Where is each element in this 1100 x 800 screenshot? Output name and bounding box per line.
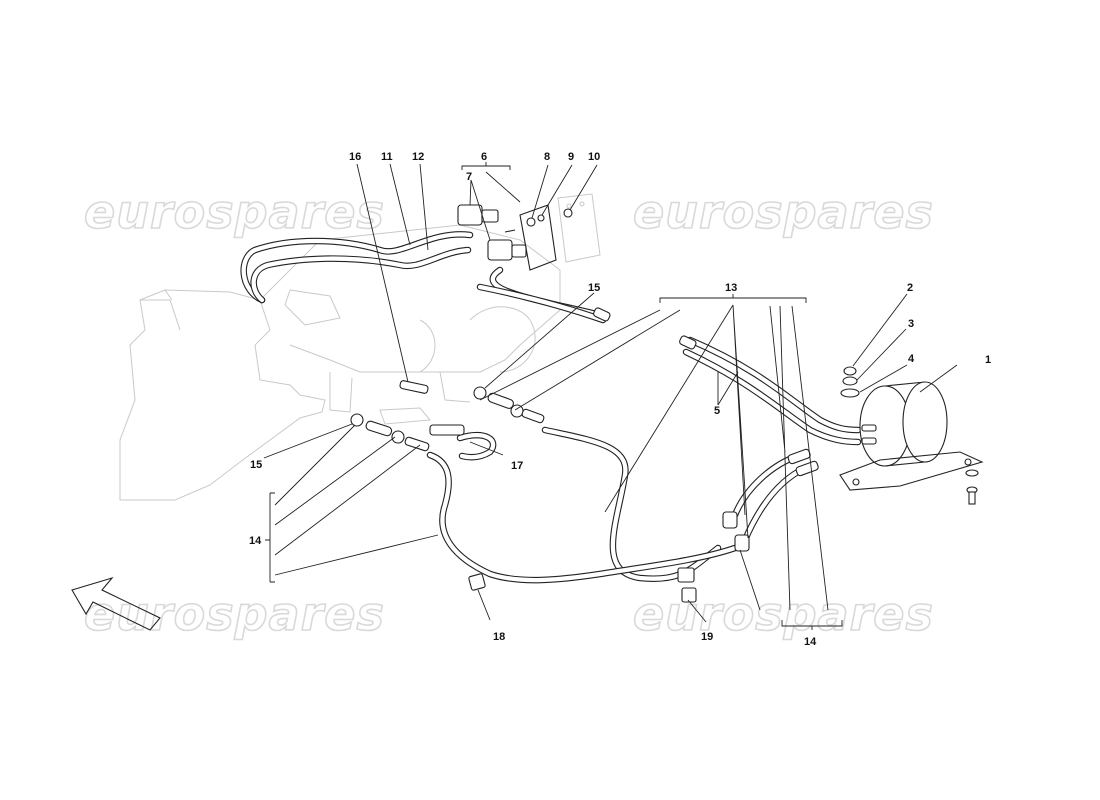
hose-13b (521, 408, 545, 424)
clip-18 (468, 573, 486, 591)
connector-lower-a (722, 511, 738, 529)
watermark-bottom-right: eurospares (633, 587, 934, 641)
hose-17 (429, 424, 465, 436)
callout-16: 16 (349, 151, 361, 163)
watermark-top-left: eurospares (84, 185, 385, 239)
watermark-bottom-left: eurospares (84, 587, 385, 641)
clamp-15-left (350, 413, 364, 427)
callout-15-left: 15 (250, 459, 262, 471)
callout-9: 9 (568, 151, 574, 163)
mounting-plate-ghost (557, 193, 601, 263)
callout-10: 10 (588, 151, 600, 163)
pipe-clips (468, 567, 697, 603)
engine-block-ghost (119, 224, 561, 501)
solenoid-valves (457, 204, 573, 271)
connector-right-b (795, 460, 819, 477)
hose-fittings (350, 307, 819, 552)
small-hardware (840, 366, 979, 505)
vacuum-reservoir (839, 381, 984, 491)
clamp-13 (510, 404, 524, 418)
callout-8: 8 (544, 151, 550, 163)
callout-14-right: 14 (804, 636, 817, 648)
callout-1: 1 (985, 354, 991, 366)
callout-13: 13 (725, 282, 737, 294)
direction-arrow-icon (71, 576, 161, 631)
pipe-end-a (593, 307, 611, 322)
hose-14b (404, 436, 430, 452)
callout-labels: 1 2 3 4 5 6 7 8 9 10 11 12 13 14 14 15 1… (249, 151, 991, 648)
pipe-end-b (679, 335, 697, 350)
callout-14-left: 14 (249, 535, 262, 547)
clip-19-a (677, 567, 695, 583)
callout-11: 11 (381, 151, 393, 163)
watermark-top-right: eurospares (633, 185, 934, 239)
callout-7: 7 (466, 171, 472, 183)
callout-3: 3 (908, 318, 914, 330)
callout-2: 2 (907, 282, 913, 294)
hose-16 (399, 380, 429, 394)
callout-4: 4 (908, 353, 915, 365)
clamp-15-top (473, 386, 487, 400)
callout-18: 18 (493, 631, 505, 643)
leader-lines (263, 163, 958, 623)
callout-5: 5 (714, 405, 720, 417)
callout-17: 17 (511, 460, 523, 472)
callout-19: 19 (701, 631, 713, 643)
connector-lower-b (734, 534, 750, 552)
hose-13a (487, 392, 514, 409)
callout-15-top: 15 (588, 282, 600, 294)
clip-19-b (681, 587, 697, 603)
connector-right-a (787, 448, 811, 465)
grouping-brackets (265, 162, 843, 630)
callout-12: 12 (412, 151, 424, 163)
watermarks: eurospares eurospares eurospares eurospa… (83, 184, 934, 642)
clamp-14 (391, 430, 405, 444)
vacuum-pipes (240, 231, 862, 584)
hose-14a (365, 420, 393, 437)
callout-6: 6 (481, 151, 487, 163)
